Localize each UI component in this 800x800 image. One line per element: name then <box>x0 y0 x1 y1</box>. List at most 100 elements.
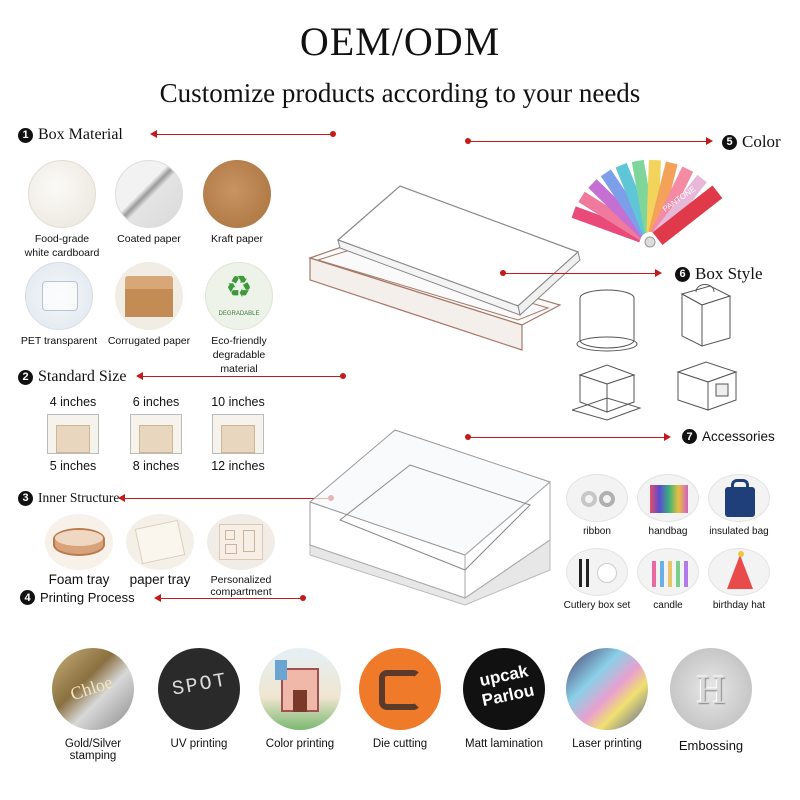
number-badge: 7 <box>682 429 697 444</box>
section-label: Standard Size <box>38 368 127 385</box>
paper-tray-icon <box>126 514 194 570</box>
material-item: ♻ DEGRADABLE Eco-friendly degradable mat… <box>194 262 284 376</box>
size-top-label: 10 inches <box>211 395 265 409</box>
pet-icon <box>25 262 93 330</box>
size-box-illustration <box>212 414 264 454</box>
arrow-right-icon <box>664 433 671 441</box>
connector-line <box>503 273 655 274</box>
print-sample-text: H <box>696 667 726 712</box>
inner-label: Personalized <box>210 574 272 586</box>
handbag-icon <box>637 474 699 522</box>
arrow-left-icon <box>136 372 143 380</box>
printing-item: Chloe Gold/Silver stamping <box>43 648 143 762</box>
number-badge: 3 <box>18 490 33 506</box>
matt-lamination-icon: upcak Parlou <box>463 648 545 730</box>
printing-item: upcak Parlou Matt lamination <box>454 648 554 750</box>
number-badge: 6 <box>675 266 690 282</box>
corrugated-icon <box>115 262 183 330</box>
size-card: 10 inches 12 inches <box>206 394 270 480</box>
uv-printing-icon: SPOT <box>158 648 240 730</box>
printing-item: H Embossing <box>661 648 761 753</box>
inner-label: paper tray <box>129 572 191 587</box>
material-item: Kraft paper <box>192 160 282 246</box>
arrow-right-icon <box>655 269 662 277</box>
material-label: Eco-friendly <box>211 335 267 347</box>
section-inner-structure: 3 Inner Structure <box>18 490 119 506</box>
material-label: PET transparent <box>20 335 98 347</box>
inner-label-2: compartment <box>210 586 272 598</box>
connector-line <box>156 134 332 135</box>
page-subtitle: Customize products according to your nee… <box>159 78 641 108</box>
foam-tray-icon <box>45 514 113 570</box>
accessory-item: insulated bag <box>703 474 775 537</box>
material-item: Coated paper <box>104 160 194 246</box>
eco-badge-text: DEGRADABLE <box>218 311 260 317</box>
connector-line <box>468 141 706 142</box>
connector-dot <box>330 131 336 137</box>
number-badge: 2 <box>18 369 33 385</box>
section-label: Box Style <box>695 264 763 283</box>
accessory-label: candle <box>653 600 683 611</box>
connector-dot <box>300 595 306 601</box>
size-bottom-label: 8 inches <box>132 459 180 473</box>
section-printing-process: 4 Printing Process <box>20 590 135 605</box>
printing-label: UV printing <box>170 738 228 750</box>
candle-icon <box>637 548 699 596</box>
accessory-label: Cutlery box set <box>563 600 631 611</box>
section-label: Box Material <box>38 126 123 143</box>
recycle-icon: ♻ DEGRADABLE <box>205 262 273 330</box>
section-label: Color <box>742 132 781 151</box>
material-label: Food-grade <box>34 233 90 245</box>
material-label: Coated paper <box>117 233 181 245</box>
section-label: Printing Process <box>40 590 135 605</box>
size-box-illustration <box>47 414 99 454</box>
printing-label: Embossing <box>678 738 744 753</box>
birthday-hat-icon <box>708 548 770 596</box>
printing-label: Laser printing <box>572 738 642 750</box>
size-bottom-label: 5 inches <box>49 459 97 473</box>
number-badge: 1 <box>18 127 33 143</box>
print-sample-text: upcak Parlou <box>477 661 536 711</box>
inner-label: Foam tray <box>48 572 110 587</box>
arrow-left-icon <box>154 594 161 602</box>
box-style-sketches <box>572 284 738 421</box>
connector-line <box>142 376 342 377</box>
die-cutting-icon <box>359 648 441 730</box>
accessory-item: birthday hat <box>703 548 775 611</box>
material-label: Corrugated paper <box>107 335 191 347</box>
connector-line <box>160 598 302 599</box>
accessory-label: handbag <box>648 526 688 537</box>
section-box-style: 6 Box Style <box>675 264 763 284</box>
gold-stamping-icon: Chloe <box>52 648 134 730</box>
insulated-bag-icon <box>708 474 770 522</box>
section-accessories: 7 Accessories <box>682 429 775 444</box>
arrow-right-icon <box>706 137 713 145</box>
accessory-item: handbag <box>632 474 704 537</box>
color-printing-icon <box>259 648 341 730</box>
clear-box-illustration <box>309 429 551 606</box>
accessory-label: ribbon <box>583 526 611 537</box>
inner-item: Personalized compartment <box>198 514 284 598</box>
accessory-item: candle <box>632 548 704 611</box>
printing-label: Matt lamination <box>465 738 543 750</box>
section-label: Accessories <box>702 429 775 444</box>
inner-item: paper tray <box>120 514 200 587</box>
cutlery-icon <box>566 548 628 596</box>
printing-item: Die cutting <box>350 648 450 750</box>
accessory-item: Cutlery box set <box>561 548 633 611</box>
accessory-label: birthday hat <box>712 600 766 611</box>
material-item: PET transparent <box>14 262 104 348</box>
section-box-material: 1 Box Material <box>18 126 123 144</box>
size-card: 4 inches 5 inches <box>44 394 102 480</box>
printing-item: Color printing <box>250 648 350 750</box>
material-item: Food-grade white cardboard <box>17 160 107 260</box>
connector-line <box>468 437 664 438</box>
arrow-left-icon <box>150 130 157 138</box>
coated-paper-icon <box>115 160 183 228</box>
print-sample-text: SPOT <box>170 669 230 702</box>
number-badge: 5 <box>722 134 737 150</box>
printing-item: Laser printing <box>557 648 657 750</box>
material-label-2: degradable material <box>212 349 266 375</box>
size-top-label: 4 inches <box>49 395 97 409</box>
connector-line <box>124 498 330 499</box>
